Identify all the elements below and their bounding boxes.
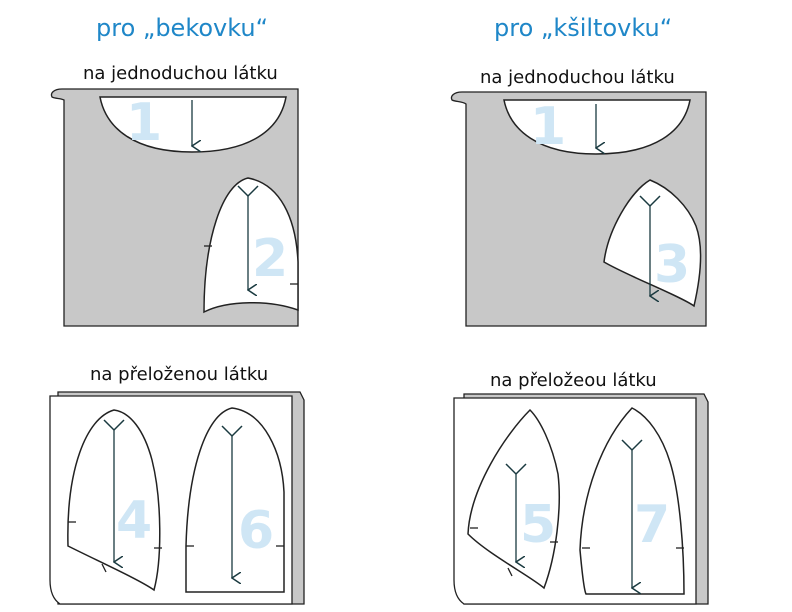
piece-number-4: 4 (116, 491, 152, 551)
pattern-piece-1-bekovka: 1 (99, 93, 287, 153)
pattern-piece-6: 6 (185, 407, 285, 593)
panel-label-folded-right: na přeložeou látku (490, 370, 657, 391)
pattern-piece-7: 7 (579, 407, 685, 595)
piece-number-1-right: 1 (530, 97, 566, 157)
piece-number-7: 7 (634, 495, 670, 555)
piece-number-1-left: 1 (126, 93, 162, 153)
panel-label-single-right: na jednoduchou látku (480, 67, 675, 88)
pattern-piece-1-ksiltovka: 1 (503, 97, 691, 157)
pattern-piece-3: 3 (603, 179, 702, 308)
notch-marks (68, 245, 684, 577)
heading-ksiltovka: pro „kšiltovku“ (494, 14, 673, 42)
heading-bekovka: pro „bekovku“ (96, 14, 269, 42)
panel-label-folded-left: na přeloženou látku (90, 364, 269, 385)
piece-number-6: 6 (238, 501, 274, 561)
pattern-piece-5: 5 (467, 408, 560, 590)
piece-number-3: 3 (654, 235, 690, 295)
piece-number-2: 2 (252, 229, 288, 289)
pattern-piece-4: 4 (67, 409, 161, 592)
panel-label-single-left: na jednoduchou látku (83, 63, 278, 84)
piece-number-5: 5 (520, 495, 556, 555)
pattern-piece-2: 2 (203, 177, 299, 314)
